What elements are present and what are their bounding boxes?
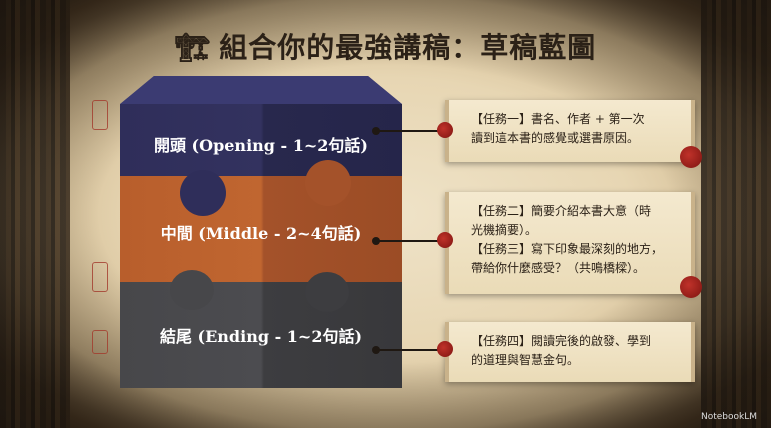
task-text: 光機摘要）。 (471, 223, 538, 237)
crane-icon: 🏗 (174, 31, 212, 64)
seal-stamp-icon (92, 330, 108, 354)
pin-icon (437, 122, 453, 138)
puzzle-block-opening: 開頭 (Opening - 1~2句話) (120, 76, 402, 184)
task-text: 【任務四】閱讀完後的啟發、學到 (471, 334, 652, 348)
wax-seal-icon (680, 146, 702, 168)
task-scroll-1: 【任務一】書名、作者 + 第一次 讀到這本書的感覺或選書原因。 (445, 100, 695, 162)
task-text: 【任務三】寫下印象最深刻的地方， (471, 242, 664, 256)
task-scroll-2: 【任務二】簡要介紹本書大意（時 光機摘要）。 【任務三】寫下印象最深刻的地方， … (445, 192, 695, 294)
block-label-middle: 中間 (Middle - 2~4句話) (120, 176, 402, 288)
connector-line (378, 240, 438, 242)
task-scroll-3: 【任務四】閱讀完後的啟發、學到 的道理與智慧金句。 (445, 322, 695, 382)
puzzle-knob (305, 272, 349, 312)
title-text: 組合你的最強講稿：草稿藍圖 (219, 31, 597, 64)
task-text: 帶給你什麼感受？（共鳴橋樑）。 (471, 261, 646, 275)
pin-icon (437, 341, 453, 357)
puzzle-knob (170, 270, 214, 310)
connector-dot (372, 346, 380, 354)
task-text: 讀到這本書的感覺或選書原因。 (471, 131, 640, 145)
watermark: NotebookLM (700, 412, 757, 422)
page-title: 🏗組合你的最強講稿：草稿藍圖 (0, 26, 771, 66)
seal-stamp-icon (92, 262, 108, 292)
connector-dot (372, 237, 380, 245)
task-text: 【任務一】書名、作者 + 第一次 (471, 112, 645, 126)
connector-line (378, 130, 438, 132)
puzzle-block-middle: 中間 (Middle - 2~4句話) (120, 176, 402, 288)
block-label-ending: 結尾 (Ending - 1~2句話) (120, 282, 402, 388)
puzzle-block-ending: 結尾 (Ending - 1~2句話) (120, 282, 402, 388)
wax-seal-icon (680, 276, 702, 298)
puzzle-block-top (120, 76, 402, 104)
task-text: 的道理與智慧金句。 (471, 353, 580, 367)
puzzle-knob (180, 170, 226, 216)
puzzle-knob (305, 160, 351, 206)
connector-dot (372, 127, 380, 135)
seal-stamp-icon (92, 100, 108, 130)
task-text: 【任務二】簡要介紹本書大意（時 (471, 204, 652, 218)
pin-icon (437, 232, 453, 248)
block-label-opening: 開頭 (Opening - 1~2句話) (120, 104, 402, 184)
connector-line (378, 349, 438, 351)
